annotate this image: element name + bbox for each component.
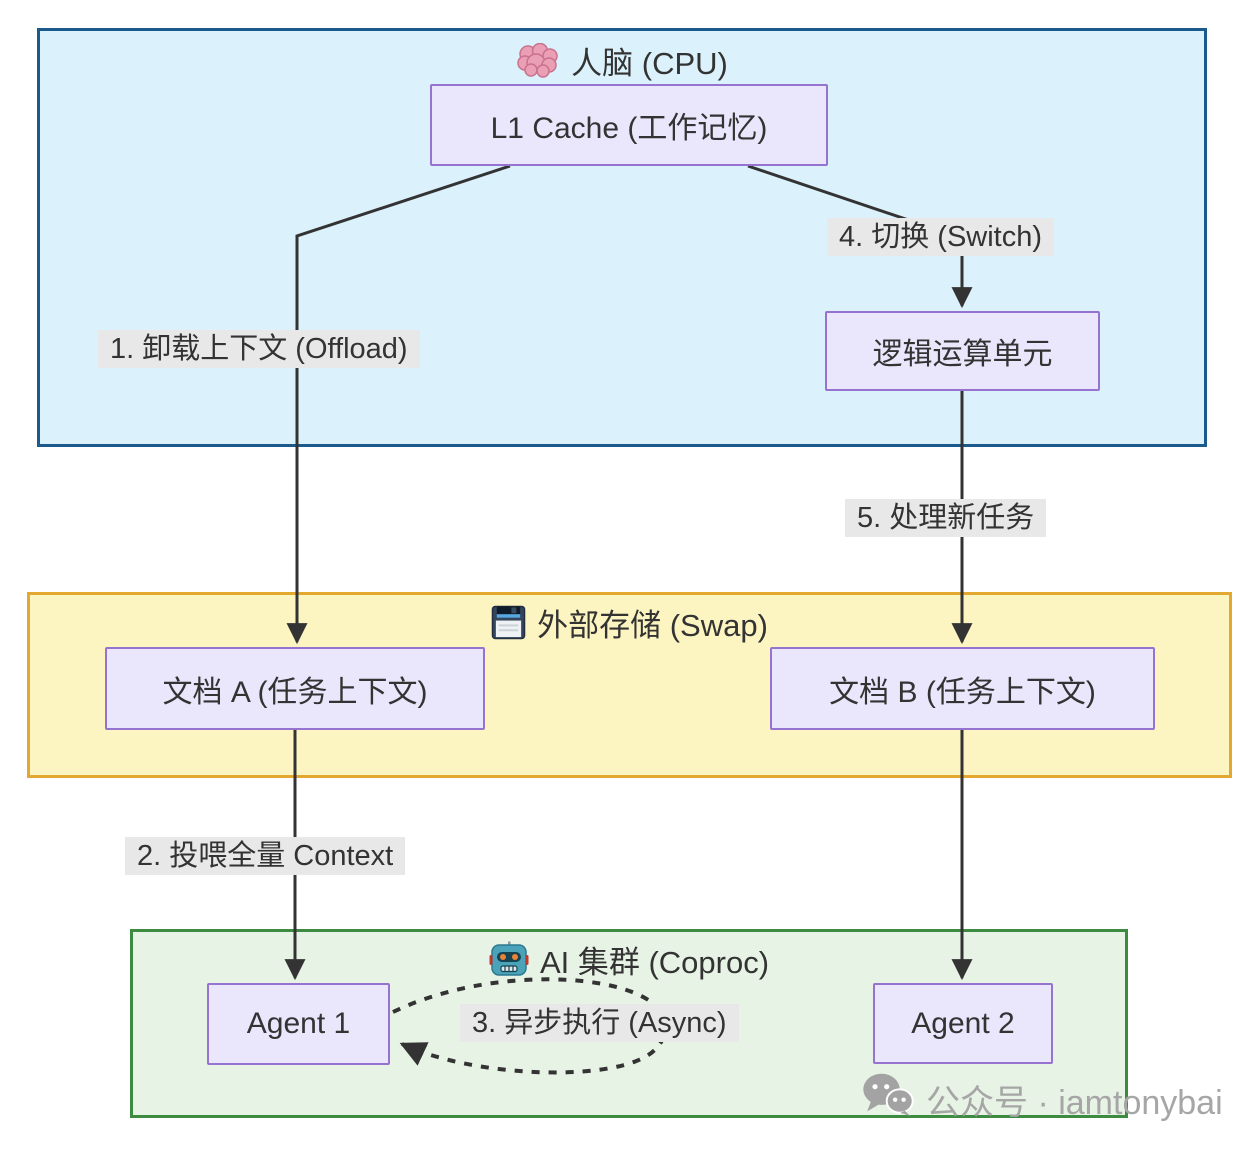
floppy-icon: [491, 605, 526, 640]
node-alu: 逻辑运算单元: [825, 311, 1100, 391]
wechat-icon: [862, 1072, 914, 1126]
edge-label-async-exec: 3. 异步执行 (Async): [460, 1004, 739, 1042]
brain-icon: [516, 42, 560, 79]
coproc-title: AI 集群 (Coproc): [130, 937, 1128, 982]
swap-title-text: 外部存储 (Swap): [537, 608, 768, 643]
node-l1-cache-label: L1 Cache (工作记忆): [490, 112, 768, 145]
node-doc-b: 文档 B (任务上下文): [770, 647, 1155, 730]
node-doc-a-label: 文档 A (任务上下文): [162, 675, 428, 709]
coproc-title-text: AI 集群 (Coproc): [539, 945, 770, 980]
swap-title: 外部存储 (Swap): [27, 600, 1232, 645]
edge-label-offload: 1. 卸载上下文 (Offload): [98, 330, 420, 368]
node-l1-cache: L1 Cache (工作记忆): [430, 84, 828, 166]
edge-label-feed-context: 2. 投喂全量 Context: [125, 837, 406, 875]
node-agent-2-label: Agent 2: [911, 1006, 1015, 1040]
node-doc-b-label: 文档 B (任务上下文): [829, 675, 1096, 709]
cpu-title-text: 人脑 (CPU): [571, 46, 728, 81]
watermark-text: 公众号 · iamtonybai: [926, 1083, 1223, 1122]
cpu-title: 人脑 (CPU): [37, 38, 1207, 83]
node-alu-label: 逻辑运算单元: [872, 338, 1053, 371]
robot-icon: [489, 941, 529, 978]
node-agent-1-label: Agent 1: [246, 1007, 351, 1040]
watermark: 公众号 · iamtonybai: [862, 1072, 1223, 1126]
edge-offload-line: [286, 164, 511, 645]
node-agent-2: Agent 2: [873, 983, 1053, 1064]
edge-label-new-task: 5. 处理新任务: [845, 499, 1047, 537]
edge-label-switch: 4. 切换 (Switch): [827, 218, 1055, 256]
node-agent-1: Agent 1: [207, 983, 390, 1065]
node-doc-a: 文档 A (任务上下文): [105, 647, 485, 730]
